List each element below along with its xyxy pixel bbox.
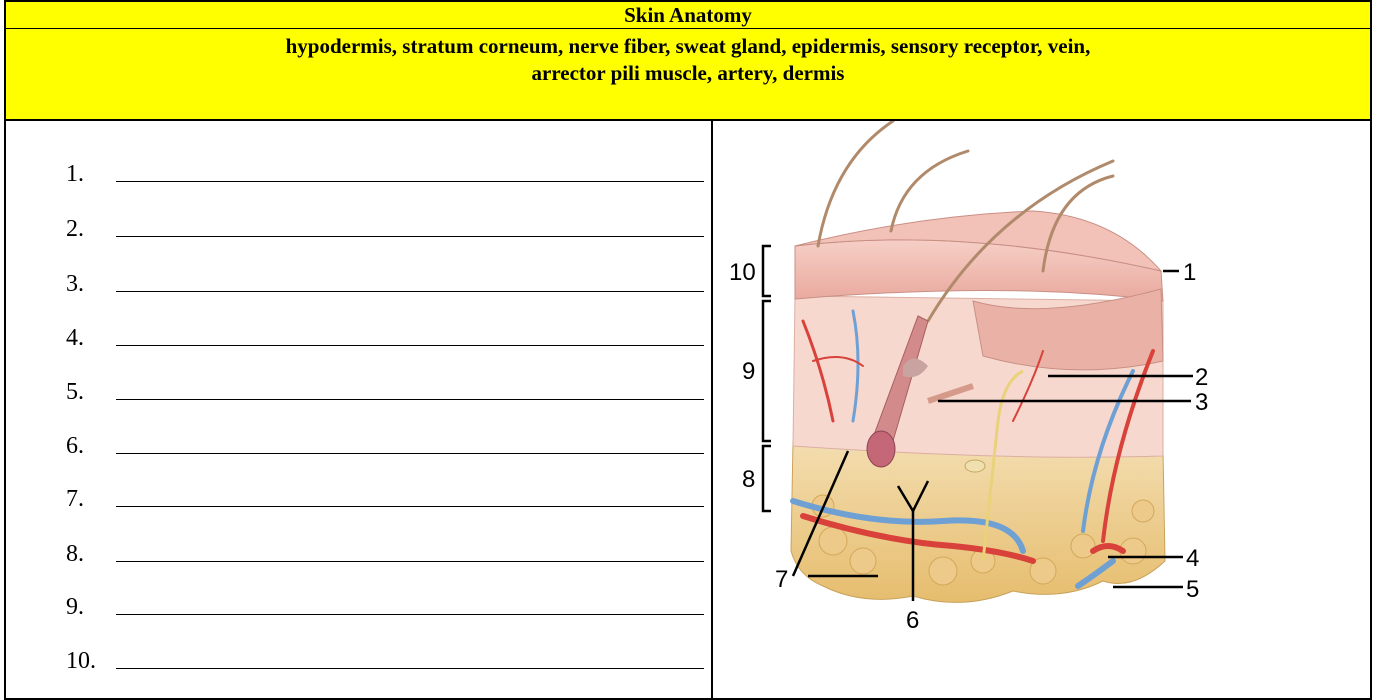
layer-brackets [763, 246, 771, 511]
sensory-receptor [965, 460, 985, 472]
answer-number: 4. [66, 323, 116, 353]
callout-2: 2 [1195, 364, 1208, 391]
answer-number: 6. [66, 431, 116, 461]
callout-3: 3 [1195, 389, 1208, 416]
answer-blank[interactable] [116, 453, 704, 454]
answer-number: 9. [66, 592, 116, 622]
callout-4: 4 [1186, 545, 1199, 572]
answer-blank[interactable] [116, 506, 704, 507]
answer-row-8: 8. [66, 539, 116, 569]
answer-row-10: 10. [66, 646, 116, 676]
answer-number: 1. [66, 159, 116, 189]
answer-row-6: 6. [66, 431, 116, 461]
answer-row-4: 4. [66, 323, 116, 353]
answer-row-7: 7. [66, 484, 116, 514]
callout-5: 5 [1186, 576, 1199, 603]
answer-blank[interactable] [116, 181, 704, 182]
answer-number: 8. [66, 539, 116, 569]
word-bank-line-1: hypodermis, stratum corneum, nerve fiber… [6, 33, 1370, 60]
callout-6: 6 [906, 607, 919, 634]
answer-number: 10. [66, 646, 116, 676]
answer-blank[interactable] [116, 236, 704, 237]
answer-blank[interactable] [116, 291, 704, 292]
answer-number: 5. [66, 377, 116, 407]
skin-cross-section-illustration: 1 2 3 4 5 6 7 8 9 10 [713, 121, 1370, 700]
answer-blank[interactable] [116, 399, 704, 400]
word-bank-line-2: arrector pili muscle, artery, dermis [6, 60, 1370, 87]
callout-1: 1 [1183, 259, 1196, 286]
answer-row-3: 3. [66, 269, 116, 299]
callout-9: 9 [742, 358, 755, 385]
worksheet-title: Skin Anatomy [6, 2, 1370, 29]
answer-row-5: 5. [66, 377, 116, 407]
hair-bulb [867, 431, 895, 467]
callout-8: 8 [742, 466, 755, 493]
answer-blank[interactable] [116, 668, 704, 669]
answer-row-9: 9. [66, 592, 116, 622]
callout-7: 7 [775, 566, 788, 593]
answer-number: 2. [66, 214, 116, 244]
answer-row-2: 2. [66, 214, 116, 244]
answer-blank[interactable] [116, 614, 704, 615]
answer-number: 3. [66, 269, 116, 299]
answer-blank[interactable] [116, 561, 704, 562]
answer-row-1: 1. [66, 159, 116, 189]
callout-10: 10 [729, 259, 756, 286]
answer-list: 1. 2. 3. 4. 5. 6. 7. 8. [6, 121, 713, 700]
worksheet: Skin Anatomy hypodermis, stratum corneum… [4, 0, 1372, 700]
word-bank: hypodermis, stratum corneum, nerve fiber… [6, 29, 1370, 121]
answer-number: 7. [66, 484, 116, 514]
skin-diagram: 1 2 3 4 5 6 7 8 9 10 [713, 121, 1370, 700]
answer-blank[interactable] [116, 345, 704, 346]
